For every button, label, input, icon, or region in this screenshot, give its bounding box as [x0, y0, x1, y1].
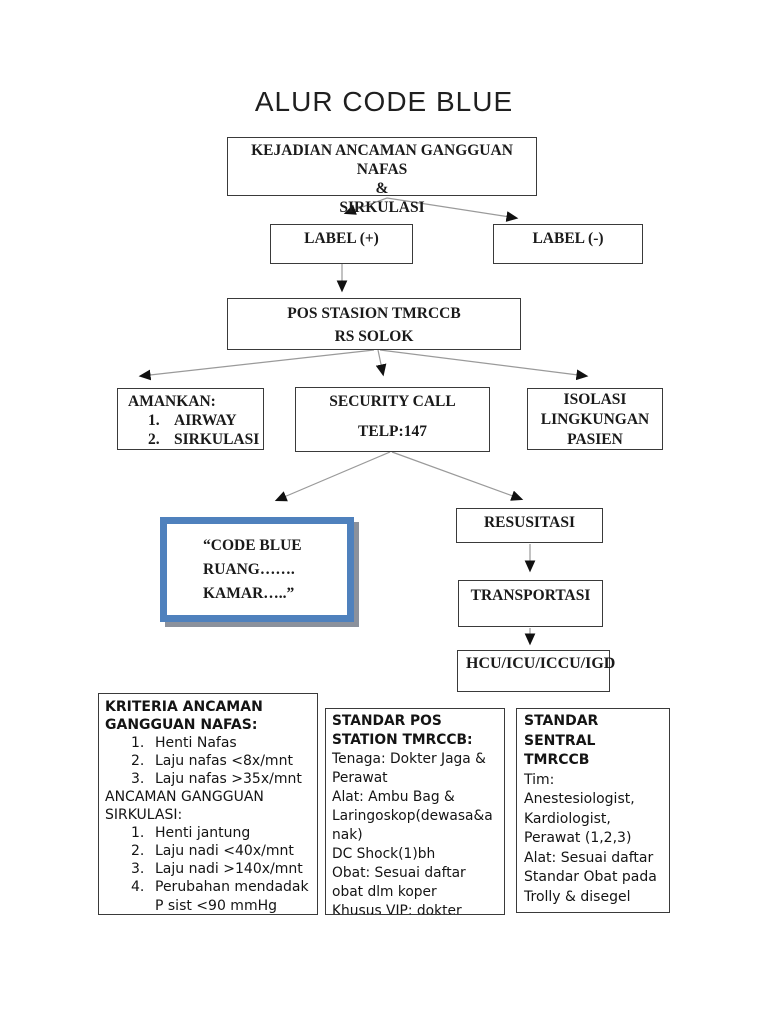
page-title: ALUR CODE BLUE — [254, 86, 514, 117]
info-box-standar-sentral: STANDAR SENTRAL TMRCCB Tim: Anestesiolog… — [516, 708, 670, 913]
list-item-continuation: P sist <90 mmHg — [155, 898, 277, 914]
list-item: 2. SIRKULASI — [148, 431, 260, 448]
node-code-blue-announcement: “CODE BLUE RUANG……. KAMAR…..” — [160, 517, 354, 622]
node-text-line: PASIEN — [567, 431, 623, 448]
node-text-line: AMANKAN: — [128, 393, 216, 410]
list-item: 4. Perubahan mendadak — [131, 879, 309, 895]
node-resusitasi: RESUSITASI — [456, 508, 603, 543]
list-item: 3. Laju nafas >35x/mnt — [131, 771, 302, 787]
node-text-line: POS STASION TMRCCB — [287, 305, 461, 322]
info-box-text-line: DC Shock(1)bh — [332, 846, 436, 862]
info-box-subheading: SIRKULASI: — [105, 807, 183, 823]
node-text-line: RUANG……. — [203, 561, 295, 578]
node-pos-stasion: POS STASION TMRCCB RS SOLOK — [227, 298, 521, 350]
info-box-text-line: Anestesiologist, — [524, 791, 635, 807]
list-item: 1. Henti jantung — [131, 825, 251, 841]
node-text-line: LINGKUNGAN — [540, 411, 650, 428]
node-amankan: AMANKAN: 1. AIRWAY 2. SIRKULASI — [117, 388, 264, 450]
node-kejadian-ancaman: KEJADIAN ANCAMAN GANGGUAN NAFAS & SIRKUL… — [227, 137, 537, 216]
info-box-text-line: Alat: Sesuai daftar — [524, 849, 654, 866]
info-box-heading: STANDAR POS — [332, 713, 442, 729]
list-item: 2. Laju nadi <40x/mnt — [131, 843, 294, 859]
info-box-heading: STATION TMRCCB: — [332, 732, 473, 748]
info-box-text-line: obat dlm koper — [332, 884, 437, 900]
info-box-standar-pos-station: STANDAR POS STATION TMRCCB: Tenaga: Dokt… — [325, 708, 505, 915]
info-box-heading: TMRCCB — [524, 752, 590, 768]
node-text-line: “CODE BLUE — [203, 537, 302, 554]
info-box-text-line: Kardiologist, — [524, 810, 611, 827]
info-box-text-line: Perawat — [332, 770, 388, 786]
node-hcu-icu-iccu-igd: HCU/ICU/ICCU/IGD — [457, 650, 616, 692]
info-box-text-line: Obat: Sesuai daftar — [332, 865, 466, 881]
info-box-heading: SENTRAL — [524, 732, 596, 749]
info-box-text-line: Khusus VIP: dokter — [332, 903, 462, 915]
info-box-text-line: Perawat (1,2,3) — [524, 830, 632, 846]
info-box-kriteria-ancaman: KRITERIA ANCAMAN GANGGUAN NAFAS: 1. Hent… — [98, 693, 318, 915]
list-item: 3. Laju nadi >140x/mnt — [131, 861, 303, 877]
node-text-line: & — [375, 180, 389, 197]
info-box-text-line: Trolly & disegel — [524, 888, 631, 905]
info-box-heading: STANDAR — [524, 713, 599, 729]
node-text-line: KAMAR…..” — [203, 585, 295, 602]
node-text-line: TRANSPORTASI — [470, 587, 591, 604]
node-label-negative: LABEL (-) — [493, 224, 643, 264]
info-box-text-line: Tenaga: Dokter Jaga & — [332, 751, 486, 767]
node-text-line: SECURITY CALL — [329, 393, 456, 410]
list-item: 1. AIRWAY — [148, 412, 237, 429]
node-text-line: SIRKULASI — [339, 199, 425, 216]
list-item: 1. Henti Nafas — [131, 735, 237, 751]
node-text-line: HCU/ICU/ICCU/IGD — [466, 655, 616, 672]
info-box-heading: GANGGUAN NAFAS: — [105, 717, 258, 733]
node-text-line: LABEL (-) — [532, 230, 604, 247]
node-text-line: ISOLASI — [563, 391, 627, 408]
node-text-line: RESUSITASI — [483, 514, 576, 531]
info-box-text-line: Standar Obat pada — [524, 869, 657, 885]
node-security-call: SECURITY CALL TELP:147 — [295, 387, 490, 452]
info-box-text-line: nak) — [332, 827, 363, 843]
list-item: 2. Laju nafas <8x/mnt — [131, 753, 293, 769]
node-transportasi: TRANSPORTASI — [458, 580, 603, 627]
info-box-text-line: Alat: Ambu Bag & — [332, 789, 455, 805]
node-label-positive: LABEL (+) — [270, 224, 413, 264]
node-text-line: LABEL (+) — [304, 230, 379, 247]
node-text-line: TELP:147 — [358, 423, 427, 440]
node-text-line: KEJADIAN ANCAMAN GANGGUAN NAFAS — [251, 142, 513, 178]
info-box-heading: KRITERIA ANCAMAN — [105, 699, 263, 715]
info-box-text-line: Laringoskop(dewasa&a — [332, 808, 493, 824]
info-box-text-line: Tim: — [524, 771, 555, 788]
info-box-subheading: ANCAMAN GANGGUAN — [105, 789, 264, 805]
node-isolasi-lingkungan: ISOLASI LINGKUNGAN PASIEN — [527, 388, 663, 450]
node-text-line: RS SOLOK — [334, 328, 414, 345]
